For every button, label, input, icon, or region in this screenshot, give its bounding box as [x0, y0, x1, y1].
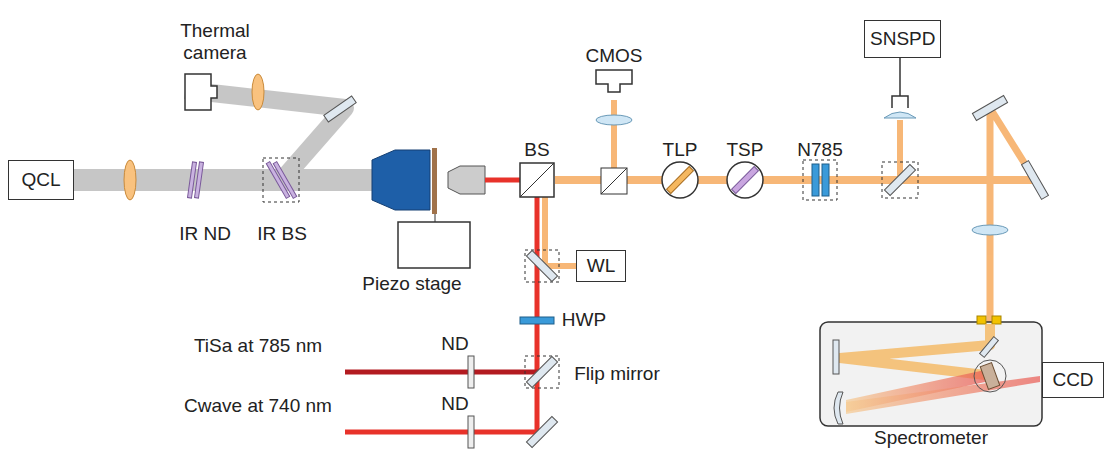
component-label: Piezo stage	[362, 273, 461, 295]
component-label: N785	[797, 139, 842, 161]
component-label: CMOS	[586, 45, 643, 67]
component-label: TSP	[727, 139, 764, 161]
device-label: QCL	[21, 170, 60, 191]
component-label: Thermal camera	[170, 20, 260, 64]
component-label: BS	[524, 139, 549, 161]
device-label: CCD	[1052, 370, 1093, 391]
device-label: SNSPD	[870, 29, 935, 50]
component-label: Flip mirror	[574, 363, 660, 385]
spectrometer-housing: Spectrometer	[820, 322, 1042, 426]
component-label: IR ND	[179, 223, 231, 245]
device-box: WL	[576, 250, 626, 282]
component-label: ND	[441, 333, 468, 355]
component-label: TLP	[663, 139, 698, 161]
component-label: ND	[441, 393, 468, 415]
device-label: WL	[587, 256, 616, 277]
component-label: IR BS	[257, 223, 307, 245]
device-label: Spectrometer	[874, 428, 988, 449]
device-box: SNSPD	[864, 20, 941, 58]
device-box: CCD	[1042, 362, 1104, 398]
device-box: QCL	[8, 160, 74, 200]
component-label: TiSa at 785 nm	[194, 335, 322, 357]
component-label: Cwave at 740 nm	[184, 395, 332, 417]
component-label: HWP	[562, 309, 606, 331]
